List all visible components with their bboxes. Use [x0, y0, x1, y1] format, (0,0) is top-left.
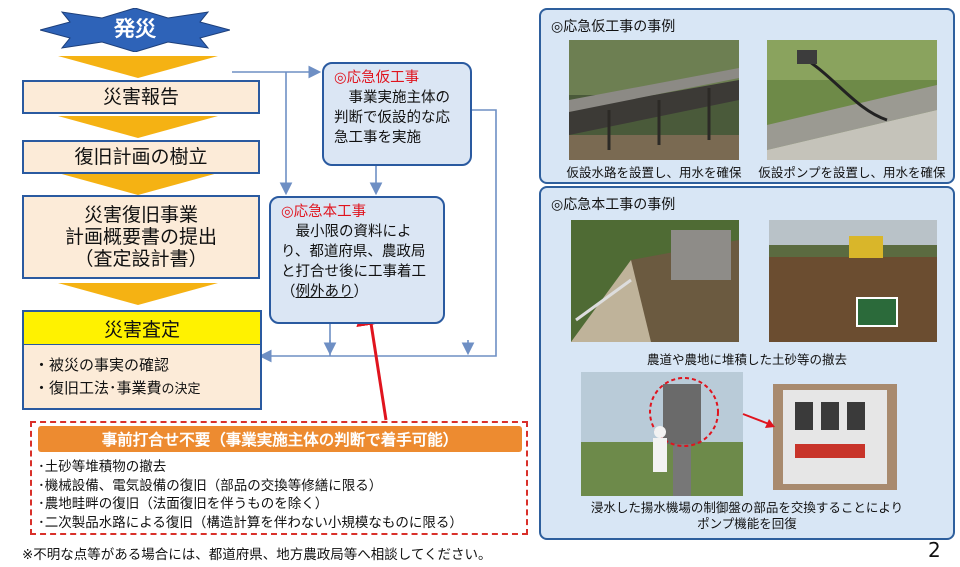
- panel-title: ◎応急仮工事の事例: [551, 19, 676, 35]
- photo-farmland-sediment-removal: [769, 220, 937, 342]
- no-prior-list: ･土砂等堆積物の撤去 ･機械設備、電気設備の復旧（部品の交換等修繕に限る） ･農…: [38, 458, 463, 532]
- photo-temporary-pump: [767, 40, 937, 160]
- photo-control-panel-interior: [773, 384, 897, 490]
- no-prior-title: 事前打合せ不要（事業実施主体の判断で着手可能）: [38, 426, 522, 452]
- no-prior-consultation-box: 事前打合せ不要（事業実施主体の判断で着手可能） ･土砂等堆積物の撤去 ･機械設備…: [30, 421, 528, 535]
- summary-line: （査定設計書）: [74, 248, 208, 270]
- down-chevron-arrow: [58, 283, 218, 305]
- down-chevron-arrow: [58, 173, 218, 195]
- list-item: ･土砂等堆積物の撤去: [38, 459, 167, 475]
- list-item: ･二次製品水路による復旧（構造計算を伴わない小規模なものに限る）: [38, 514, 463, 531]
- footnote: ※不明な点等がある場合には、都道府県、地方農政局等へ相談してください。: [22, 547, 492, 563]
- summary-line: 計画概要書の提出: [64, 226, 217, 248]
- assessment-title: 災害査定: [24, 312, 260, 345]
- flow-step-report: 災害報告: [22, 80, 260, 114]
- exception-note: 例外あり: [295, 284, 354, 300]
- list-item: ･農地畦畔の復旧（法面復旧を伴うものを除く）: [38, 496, 329, 512]
- page-number: 2: [928, 538, 941, 562]
- panel-title: ◎応急本工事の事例: [551, 197, 676, 213]
- down-chevron-arrow: [58, 116, 218, 138]
- down-chevron-arrow: [58, 56, 218, 78]
- caption: 仮設ポンプを設置し、用水を確保: [758, 165, 946, 180]
- photo-control-panel-site: [581, 372, 743, 496]
- assessment-item: ・復旧工法･事業費の決定: [34, 379, 201, 397]
- main-examples-panel: ◎応急本工事の事例 農道や農地に堆積した土砂等の撤去 浸水した揚水機場の: [539, 186, 955, 540]
- caption: 浸水した揚水機場の制御盤の部品を交換することにより ポンプ機能を回復: [590, 500, 904, 531]
- caption: 農道や農地に堆積した土砂等の撤去: [646, 352, 847, 367]
- emergency-main-box: ◎応急本工事 最小限の資料により、都道府県、農政局と打合せ後に工事着工（例外あり…: [269, 196, 445, 324]
- flow-step-plan: 復旧計画の樹立: [22, 140, 260, 174]
- flow-step-summary: 災害復旧事業 計画概要書の提出 （査定設計書）: [22, 195, 260, 279]
- emergency-main-body: 最小限の資料により、都道府県、農政局と打合せ後に工事着工（例外あり）: [281, 224, 426, 300]
- emergency-temp-box: ◎応急仮工事 事業実施主体の判断で仮設的な応急工事を実施: [322, 62, 472, 166]
- emergency-temp-body: 事業実施主体の判断で仮設的な応急工事を実施: [334, 90, 450, 146]
- assessment-items: ・被災の事実の確認 ・復旧工法･事業費の決定: [34, 354, 201, 401]
- list-item: ･機械設備、電気設備の復旧（部品の交換等修繕に限る）: [38, 477, 383, 494]
- burst-label: 発災: [114, 17, 156, 41]
- temp-examples-panel: ◎応急仮工事の事例 仮設水路を設置し、用水を確保 仮設ポンプを設置し、用水を確保: [539, 8, 955, 184]
- emergency-temp-title: ◎応急仮工事: [334, 70, 420, 86]
- photo-temporary-channel: [569, 40, 739, 160]
- disaster-burst-shape: [40, 8, 230, 52]
- assessment-box: 災害査定 ・被災の事実の確認 ・復旧工法･事業費の決定: [22, 310, 262, 410]
- emergency-main-title: ◎応急本工事: [281, 204, 367, 220]
- red-pointer-arrow: [742, 413, 775, 428]
- caption: 仮設水路を設置し、用水を確保: [566, 165, 742, 180]
- assessment-item: ・被災の事実の確認: [34, 356, 170, 374]
- summary-line: 災害復旧事業: [83, 204, 198, 226]
- photo-road-sediment-removal: [571, 220, 739, 342]
